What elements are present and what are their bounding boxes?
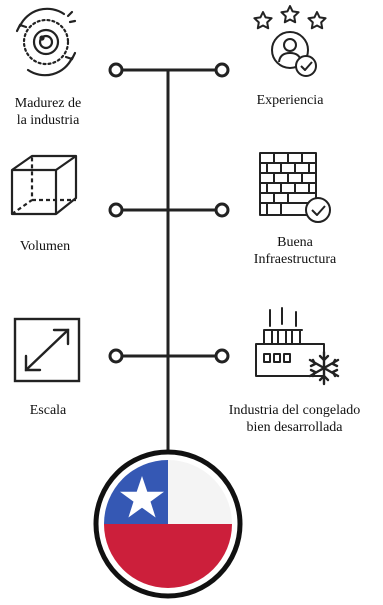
- node-left-1: [108, 62, 124, 78]
- scale-arrows-icon: [13, 317, 81, 383]
- node-left-2: [108, 202, 124, 218]
- label-madurez-line1: Madurez de: [14, 96, 82, 111]
- branch-row-3: [108, 348, 230, 364]
- node-right-2: [214, 202, 230, 218]
- label-congelado-line2: bien desarrollada: [246, 420, 343, 435]
- label-infraestructura-line2: Infraestructura: [253, 252, 337, 267]
- label-infraestructura-line1: Buena: [277, 235, 313, 250]
- label-volumen: Volumen: [19, 239, 71, 254]
- rated-user-icon: [253, 5, 327, 77]
- label-infraestructura: Buena Infraestructura: [230, 234, 360, 268]
- branch-row-2: [108, 202, 230, 218]
- label-congelado-line1: Industria del congelado: [228, 403, 361, 418]
- cube-icon: [10, 154, 78, 216]
- node-right-1: [214, 62, 230, 78]
- label-experiencia: Experiencia: [256, 93, 324, 108]
- label-madurez: Madurez de la industria: [0, 95, 96, 129]
- chile-flag-icon: [93, 449, 243, 599]
- branch-row-1: [108, 62, 230, 78]
- flag-star-icon: [120, 476, 164, 518]
- label-madurez-line2: la industria: [16, 113, 80, 128]
- brick-wall-check-icon: [259, 152, 331, 223]
- label-industria-congelado: Industria del congelado bien desarrollad…: [206, 402, 383, 436]
- node-right-3: [214, 348, 230, 364]
- node-left-3: [108, 348, 124, 364]
- maturity-cycle-icon: [15, 7, 77, 77]
- frozen-factory-icon: [255, 307, 340, 386]
- label-escala: Escala: [29, 403, 67, 418]
